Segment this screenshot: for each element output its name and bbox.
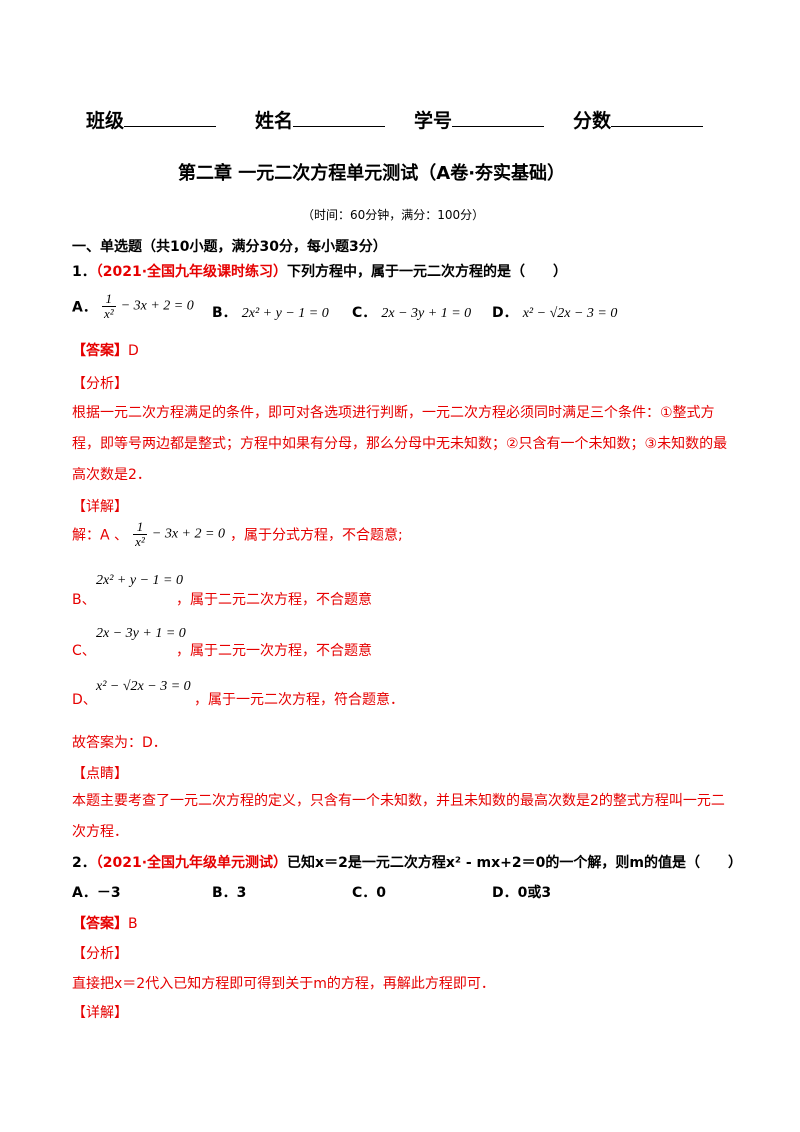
q1-conclusion: 故答案为：D． [72, 735, 167, 751]
q1-sol-c-note: ，属于二元一次方程，不合题意 [176, 643, 372, 659]
section-heading: 一、单选题（共10小题，满分30分，每小题3分） [72, 239, 387, 255]
q2-answer-label: 【答案】 [72, 916, 128, 932]
header-score: 分数 [573, 106, 704, 133]
q1-sol-c-expr: 2x − 3y + 1 = 0 [96, 626, 186, 641]
q1-answer: D [128, 343, 139, 359]
q1-sol-b-prefix: B、 [72, 592, 96, 608]
q1-option-b: B． 2x² + y − 1 = 0 [212, 302, 329, 322]
q1-analysis-text: 根据一元二次方程满足的条件，即可对各选项进行判断，一元二次方程必须同时满足三个条… [72, 405, 728, 483]
q2-answer-line: 【答案】B [72, 913, 138, 933]
q1-comment-label: 【点睛】 [72, 766, 128, 782]
class-blank [124, 108, 217, 127]
q2-answer: B [128, 916, 138, 932]
q1-a-numerator: 1 [101, 292, 116, 307]
q1-solution-c: C、 2x − 3y + 1 = 0 ，属于二元一次方程，不合题意 [72, 626, 392, 672]
q2-detail-label: 【详解】 [72, 1005, 128, 1021]
q1-text: 下列方程中，属于一元二次方程的是（ ） [287, 264, 568, 280]
q2-option-b: B．3 [212, 885, 247, 901]
q2-option-d: D．0或3 [492, 885, 552, 901]
name-blank [293, 108, 386, 127]
id-label: 学号 [414, 110, 453, 132]
q1-sol-d-prefix: D、 [72, 692, 97, 708]
q1-detail-label: 【详解】 [72, 499, 128, 515]
q1-option-a-label: A． [72, 299, 97, 316]
q1-comment-text: 本题主要考查了一元二次方程的定义，只含有一个未知数，并且未知数的最高次数是2的整… [72, 793, 725, 840]
q1-analysis-label: 【分析】 [72, 376, 128, 392]
page-title: 第二章 一元二次方程单元测试（A卷·夯实基础） [178, 163, 566, 184]
q2-option-a: A．－3 [72, 885, 121, 901]
q1-option-c-label: C． [352, 305, 377, 321]
page-subtitle: （时间：60分钟，满分：100分） [302, 208, 485, 222]
q1-sol-b-note: ，属于二元二次方程，不合题意 [176, 592, 372, 608]
q1-sol-a-rest: − 3x + 2 = 0 [151, 526, 225, 542]
q2-text: 已知x＝2是一元二次方程x² - mx+2＝0的一个解，则m的值是（ ） [287, 855, 742, 871]
header-class: 班级 [86, 106, 217, 133]
q1-option-d-label: D． [492, 305, 518, 321]
q1-source: （2021·全国九年级课时练习） [95, 264, 288, 280]
q1-option-c-expr: 2x − 3y + 1 = 0 [381, 306, 472, 321]
name-label: 姓名 [255, 110, 294, 132]
q1-sol-a-denominator: x² [135, 534, 145, 549]
q1-a-denominator: x² [103, 306, 114, 321]
q1-sol-d-expr: x² − √2x − 3 = 0 [96, 679, 191, 694]
q1-option-d: D． x² − √2x − 3 = 0 [492, 302, 617, 322]
q1-sol-d-note: ，属于一元二次方程，符合题意． [194, 692, 404, 708]
q1-option-b-expr: 2x² + y − 1 = 0 [241, 306, 329, 321]
q1-answer-line: 【答案】D [72, 340, 139, 360]
q1-sol-b-expr: 2x² + y − 1 = 0 [96, 573, 183, 588]
id-blank [452, 108, 545, 127]
score-blank [611, 108, 704, 127]
q2-number: 2． [72, 855, 96, 871]
question-1-stem: 1．（2021·全国九年级课时练习）下列方程中，属于一元二次方程的是（ ） [72, 261, 567, 281]
q1-sol-a-note: ，属于分式方程，不合题意; [230, 527, 403, 544]
q1-answer-label: 【答案】 [72, 343, 128, 359]
q1-option-b-label: B． [212, 305, 237, 321]
q2-source: （2021·全国九年级单元测试） [95, 855, 288, 871]
q1-sol-a-prefix: 解：A 、 [72, 527, 129, 544]
header-name: 姓名 [255, 106, 386, 133]
q1-sol-a-numerator: 1 [133, 520, 147, 535]
score-label: 分数 [573, 110, 612, 132]
q1-sol-c-prefix: C、 [72, 643, 96, 659]
q2-analysis-text: 直接把x＝2代入已知方程即可得到关于m的方程，再解此方程即可． [72, 976, 495, 992]
header-id: 学号 [414, 106, 545, 133]
q1-number: 1． [72, 264, 96, 280]
q1-solution-d: D、 x² − √2x − 3 = 0 ，属于一元二次方程，符合题意． [72, 679, 422, 725]
q2-option-c: C．0 [352, 885, 387, 901]
q1-solution-b: B、 2x² + y − 1 = 0 ，属于二元二次方程，不合题意 [72, 573, 392, 619]
q1-option-d-expr: x² − √2x − 3 = 0 [522, 306, 618, 321]
question-2-stem: 2．（2021·全国九年级单元测试）已知x＝2是一元二次方程x² - mx+2＝… [72, 852, 742, 872]
q1-option-a-rest: − 3x + 2 = 0 [120, 298, 194, 314]
q1-option-c: C． 2x − 3y + 1 = 0 [352, 302, 471, 322]
class-label: 班级 [86, 110, 125, 132]
q2-analysis-label: 【分析】 [72, 946, 128, 962]
